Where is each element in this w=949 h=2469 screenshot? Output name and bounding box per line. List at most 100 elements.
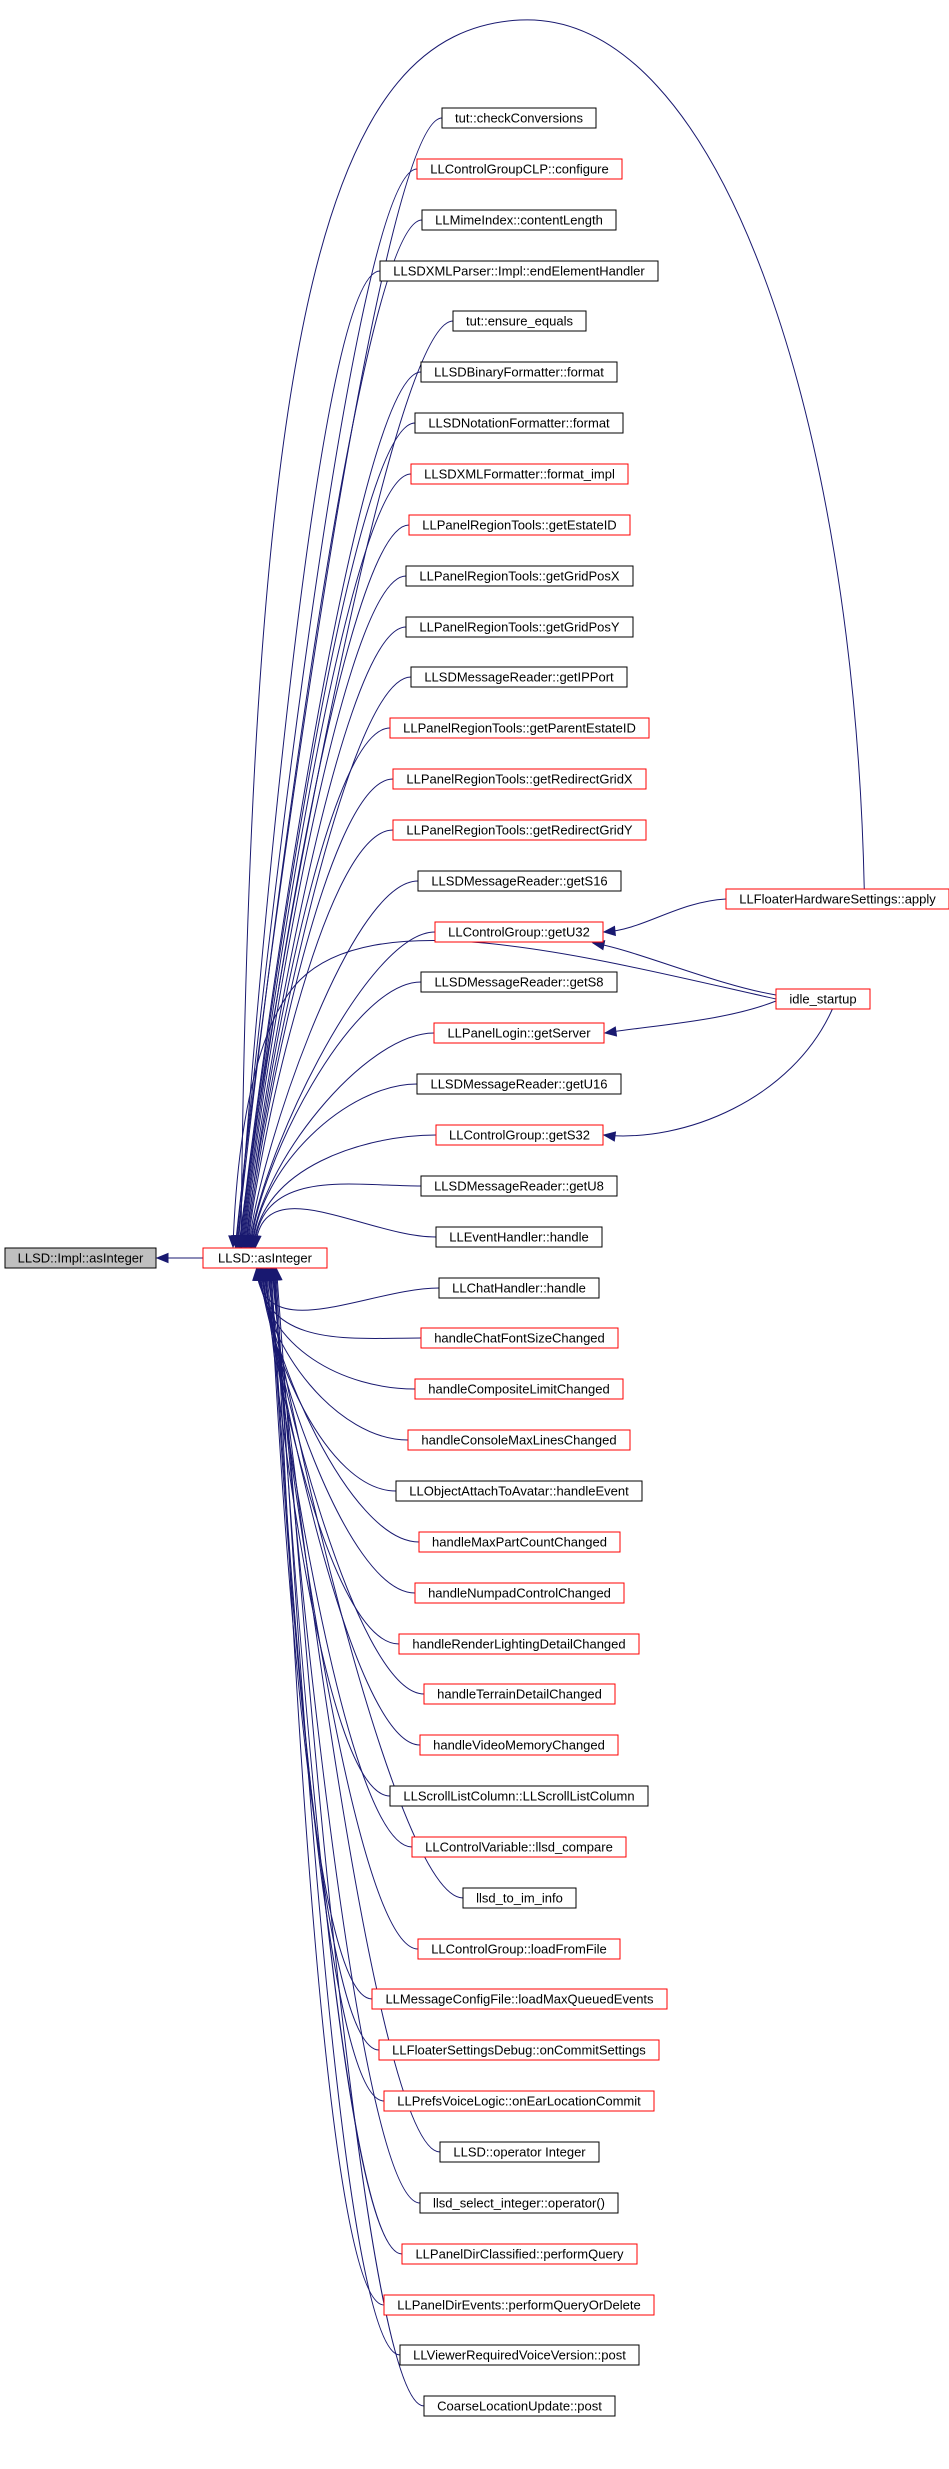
graph-node-handleconsolemaxlineschanged[interactable]: handleConsoleMaxLinesChanged xyxy=(407,1429,631,1451)
graph-node-llsd-select-integer-operator[interactable]: llsd_select_integer::operator() xyxy=(419,2192,619,2214)
node-box xyxy=(410,666,628,688)
node-box xyxy=(4,1247,157,1269)
graph-node-coarselocationupdate-post[interactable]: CoarseLocationUpdate::post xyxy=(423,2395,616,2417)
graph-node-handlemaxpartcountchanged[interactable]: handleMaxPartCountChanged xyxy=(418,1531,621,1553)
graph-node-llsdxmlformatter-format-impl[interactable]: LLSDXMLFormatter::format_impl xyxy=(410,463,629,485)
node-box xyxy=(438,1277,600,1299)
node-label: handleRenderLightingDetailChanged xyxy=(412,1637,625,1652)
graph-node-llsd-impl-asinteger[interactable]: LLSD::Impl::asInteger xyxy=(4,1247,157,1269)
graph-node-handlechatfontsizechanged[interactable]: handleChatFontSizeChanged xyxy=(420,1327,619,1349)
graph-node-llsd-to-im-info[interactable]: llsd_to_im_info xyxy=(462,1887,577,1909)
node-label: LLSD::Impl::asInteger xyxy=(18,1251,144,1266)
edge-o2-to-gets32 xyxy=(603,1008,833,1137)
graph-node-llpanellogin-getserver[interactable]: LLPanelLogin::getServer xyxy=(433,1022,605,1044)
graph-node-llsdbinaryformatter-format[interactable]: LLSDBinaryFormatter::format xyxy=(420,361,618,383)
node-box xyxy=(433,1022,605,1044)
graph-node-llscrolllistcolumn-llscrolllistcolumn[interactable]: LLScrollListColumn::LLScrollListColumn xyxy=(389,1785,649,1807)
node-box xyxy=(379,260,659,282)
node-box xyxy=(423,2395,616,2417)
graph-node-handleterraindetailchanged[interactable]: handleTerrainDetailChanged xyxy=(423,1683,616,1705)
node-label: LLScrollListColumn::LLScrollListColumn xyxy=(403,1789,634,1804)
node-box xyxy=(420,971,618,993)
node-label: LLMessageConfigFile::loadMaxQueuedEvents xyxy=(385,1992,654,2007)
graph-node-llcontrolgroup-gets32[interactable]: LLControlGroup::getS32 xyxy=(435,1124,604,1146)
node-label: LLPanelDirClassified::performQuery xyxy=(415,2247,624,2262)
graph-node-llsdmessagereader-getipport[interactable]: LLSDMessageReader::getIPPort xyxy=(410,666,628,688)
graph-node-llcontrolgroup-getu32[interactable]: LLControlGroup::getU32 xyxy=(434,921,604,943)
node-box xyxy=(408,514,631,536)
edge-o2-to-getserver xyxy=(604,1000,777,1034)
edge-c17-to-hub xyxy=(249,931,436,1248)
node-box xyxy=(389,1785,649,1807)
node-box xyxy=(419,1734,619,1756)
graph-node-idle-startup[interactable]: idle_startup xyxy=(775,988,871,1010)
graph-node-llpaneldirclassified-performquery[interactable]: LLPanelDirClassified::performQuery xyxy=(401,2243,638,2265)
graph-node-llobjectattachtoavatar-handleevent[interactable]: LLObjectAttachToAvatar::handleEvent xyxy=(395,1480,643,1502)
node-label: LLControlVariable::llsd_compare xyxy=(425,1840,613,1855)
graph-node-llmimeindex-contentlength[interactable]: LLMimeIndex::contentLength xyxy=(421,209,617,231)
graph-node-llpanelregiontools-getestateid[interactable]: LLPanelRegionTools::getEstateID xyxy=(408,514,631,536)
graph-node-llfloaterhardwaresettings-apply[interactable]: LLFloaterHardwareSettings::apply xyxy=(725,888,949,910)
graph-node-llpanelregiontools-getredirectgridy[interactable]: LLPanelRegionTools::getRedirectGridY xyxy=(392,819,647,841)
graph-node-llcontrolgroupclp-configure[interactable]: LLControlGroupCLP::configure xyxy=(416,158,623,180)
graph-node-llsdxmlparser-impl-endelementhandler[interactable]: LLSDXMLParser::Impl::endElementHandler xyxy=(379,260,659,282)
graph-node-llsdmessagereader-getu8[interactable]: LLSDMessageReader::getU8 xyxy=(420,1175,618,1197)
graph-node-llcontrolgroup-loadfromfile[interactable]: LLControlGroup::loadFromFile xyxy=(417,1938,621,1960)
edge-c45-to-hub xyxy=(275,1268,401,2356)
graph-node-handlerenderlightingdetailchanged[interactable]: handleRenderLightingDetailChanged xyxy=(398,1633,640,1655)
graph-node-llpaneldirevents-performqueryordelete[interactable]: LLPanelDirEvents::performQueryOrDelete xyxy=(383,2294,655,2316)
arrowhead-o2-gets32 xyxy=(602,1131,617,1142)
edge-c10-to-hub xyxy=(243,575,407,1248)
node-box xyxy=(417,870,622,892)
graph-node-lleventhandler-handle[interactable]: LLEventHandler::handle xyxy=(435,1226,603,1248)
graph-node-llpanelregiontools-getgridposx[interactable]: LLPanelRegionTools::getGridPosX xyxy=(405,565,634,587)
node-box xyxy=(392,768,647,790)
edge-c39-to-hub xyxy=(269,1268,380,2051)
graph-node-llsdmessagereader-gets8[interactable]: LLSDMessageReader::getS8 xyxy=(420,971,618,993)
node-label: tut::ensure_equals xyxy=(466,314,573,329)
edge-o1-to-hub xyxy=(240,19,865,1248)
edge-o2-to-getu32 xyxy=(592,942,777,996)
graph-node-llsdnotationformatter-format[interactable]: LLSDNotationFormatter::format xyxy=(414,412,624,434)
graph-node-llviewerrequiredvoiceversion-post[interactable]: LLViewerRequiredVoiceVersion::post xyxy=(399,2344,640,2366)
node-label: LLSDMessageReader::getS8 xyxy=(434,975,603,990)
graph-node-llsd-asinteger[interactable]: LLSD::asInteger xyxy=(202,1247,328,1269)
node-label: handleConsoleMaxLinesChanged xyxy=(421,1433,616,1448)
graph-node-handlenumpadcontrolchanged[interactable]: handleNumpadControlChanged xyxy=(414,1582,625,1604)
node-box xyxy=(418,1531,621,1553)
graph-node-llprefsvoicelogic-onearlocationcommit[interactable]: LLPrefsVoiceLogic::onEarLocationCommit xyxy=(383,2090,655,2112)
node-label: LLPanelDirEvents::performQueryOrDelete xyxy=(397,2298,641,2313)
edge-c36-to-hub xyxy=(266,1268,464,1899)
graph-node-tut-checkconversions[interactable]: tut::checkConversions xyxy=(441,107,597,129)
graph-node-llmessageconfigfile-loadmaxqueuedevents[interactable]: LLMessageConfigFile::loadMaxQueuedEvents xyxy=(371,1988,668,2010)
node-box xyxy=(420,1175,618,1197)
edge-c11-to-hub xyxy=(244,626,407,1248)
node-box xyxy=(419,2192,619,2214)
edge-c46-to-hub xyxy=(276,1268,425,2407)
graph-node-handlevideomemorychanged[interactable]: handleVideoMemoryChanged xyxy=(419,1734,619,1756)
node-box xyxy=(421,209,617,231)
graph-node-handlecompositelimitchanged[interactable]: handleCompositeLimitChanged xyxy=(414,1378,624,1400)
edge-c33-to-hub xyxy=(264,1268,421,1746)
graph-node-llpanelregiontools-getparentestateid[interactable]: LLPanelRegionTools::getParentEstateID xyxy=(389,717,650,739)
arrowhead-c46 xyxy=(272,1267,283,1281)
graph-node-llfloatersettingsdebug-oncommitsettings[interactable]: LLFloaterSettingsDebug::onCommitSettings xyxy=(378,2039,660,2061)
node-box xyxy=(392,819,647,841)
node-label: handleCompositeLimitChanged xyxy=(428,1382,609,1397)
edge-c31-to-hub xyxy=(262,1268,400,1645)
graph-node-llcontrolvariable-llsd-compare[interactable]: LLControlVariable::llsd_compare xyxy=(411,1836,627,1858)
node-box xyxy=(398,1633,640,1655)
node-label: handleChatFontSizeChanged xyxy=(434,1331,605,1346)
graph-node-llsd-operator-integer[interactable]: LLSD::operator Integer xyxy=(439,2141,600,2163)
graph-node-tut-ensure-equals[interactable]: tut::ensure_equals xyxy=(452,310,587,332)
graph-node-llpanelregiontools-getgridposy[interactable]: LLPanelRegionTools::getGridPosY xyxy=(405,616,634,638)
graph-node-llsdmessagereader-gets16[interactable]: LLSDMessageReader::getS16 xyxy=(417,870,622,892)
node-label: LLSDMessageReader::getIPPort xyxy=(424,670,614,685)
graph-node-llchathandler-handle[interactable]: LLChatHandler::handle xyxy=(438,1277,600,1299)
node-label: LLPanelRegionTools::getGridPosY xyxy=(419,620,620,635)
node-box xyxy=(414,1378,624,1400)
graph-node-llpanelregiontools-getredirectgridx[interactable]: LLPanelRegionTools::getRedirectGridX xyxy=(392,768,647,790)
node-label: LLSD::asInteger xyxy=(218,1251,313,1266)
node-label: LLSDMessageReader::getS16 xyxy=(431,874,607,889)
graph-node-llsdmessagereader-getu16[interactable]: LLSDMessageReader::getU16 xyxy=(416,1073,622,1095)
